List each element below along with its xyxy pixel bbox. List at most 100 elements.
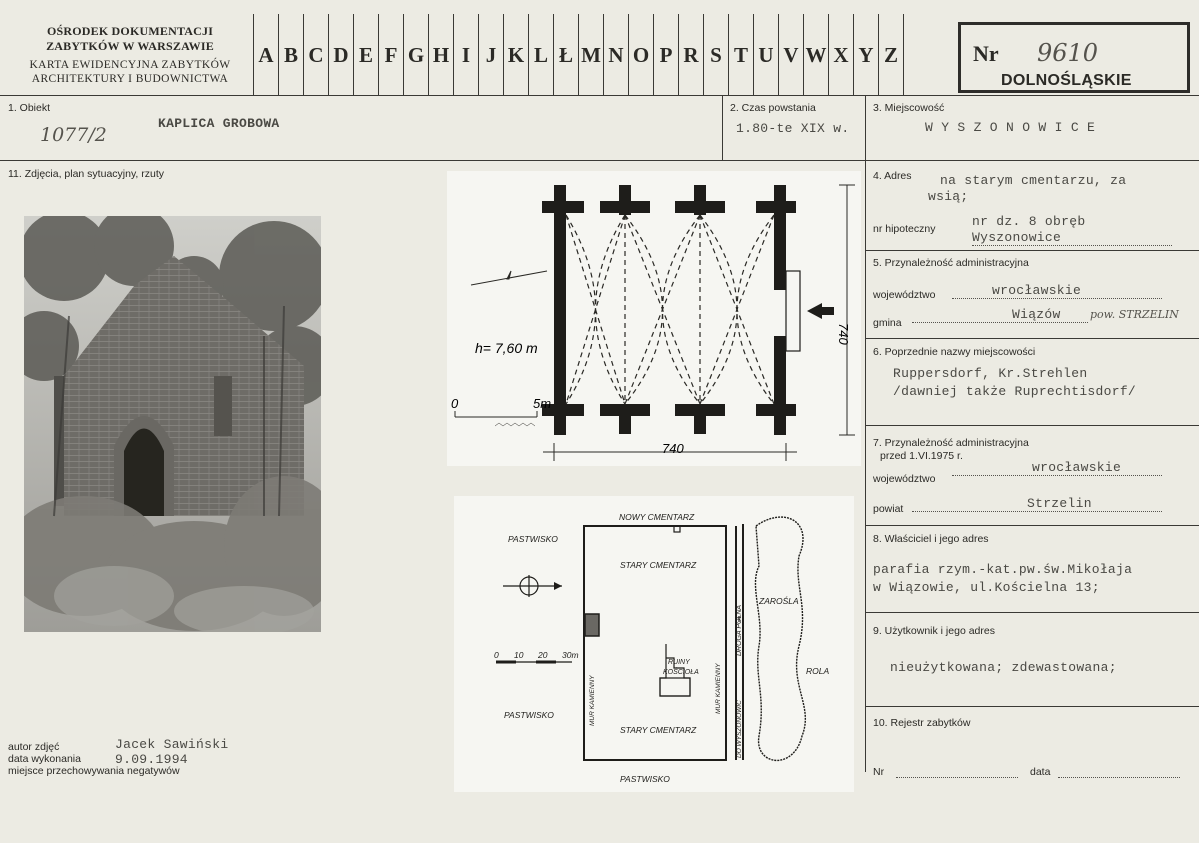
index-letter: X (828, 14, 853, 96)
index-letter: T (728, 14, 753, 96)
czas-label: 2. Czas powstania (730, 102, 816, 114)
uzytkownik-label: 9. Użytkownik i jego adres (873, 625, 995, 637)
site-ruiny: RUINY (668, 659, 691, 666)
site-mur-left: MUR KAMIENNY (589, 675, 596, 726)
site-plan-drawing: NOWY CMENTARZ STARY CMENTARZ STARY CMENT… (494, 512, 829, 784)
site-nowy-cmentarz: NOWY CMENTARZ (619, 512, 695, 522)
org-line1: OŚRODEK DOKUMENTACJI (46, 24, 214, 38)
wojewodztwo2-value: wrocławskie (952, 460, 1162, 476)
site-kosciola: KOŚCIOŁA (663, 667, 699, 676)
wojewodztwo-value: wrocławskie (952, 283, 1162, 299)
site-scale-30: 30m (562, 650, 579, 660)
site-stary-cmentarz-top: STARY CMENTARZ (620, 560, 697, 570)
site-scale-10: 10 (514, 650, 524, 660)
data-wykonania-label: data wykonania (8, 753, 81, 765)
rule (865, 706, 1199, 707)
index-letter: B (278, 14, 303, 96)
poprzednie-nazwy-value-2: /dawniej także Ruprechtisdorf/ (893, 384, 1137, 399)
adres-label: 4. Adres (873, 170, 912, 182)
site-pastwisko-bl: PASTWISKO (504, 710, 554, 720)
index-letter: H (428, 14, 453, 96)
rule (0, 160, 1199, 161)
wlasciciel-label: 8. Właściciel i jego adres (873, 533, 989, 545)
site-stary-cmentarz-bottom: STARY CMENTARZ (620, 725, 697, 735)
index-letter: V (778, 14, 803, 96)
floor-plan-drawing: 740 740 h= 7,60 m 0 5m (451, 184, 855, 461)
przynaleznosc-label: 5. Przynależność administracyjna (873, 257, 1029, 269)
chapel-photo-image (24, 216, 321, 632)
obiekt-label: 1. Obiekt (8, 102, 51, 114)
site-scale-20: 20 (537, 650, 548, 660)
rule (722, 95, 723, 160)
obiekt-value: KAPLICA GROBOWA (158, 116, 280, 131)
miejsce-label: miejsce przechowywania negatywów (8, 765, 180, 777)
index-letter: Z (878, 14, 903, 96)
wlasciciel-value-1: parafia rzym.-kat.pw.św.Mikołaja (873, 562, 1133, 577)
index-letter: Y (853, 14, 878, 96)
czas-value: 1.80-te XIX w. (736, 121, 850, 136)
site-do-wyszonowic: DO WYSZONOWIC (736, 700, 743, 758)
index-letter: F (378, 14, 403, 96)
plan-scale-5: 5m (533, 396, 551, 411)
region-stamp: DOLNOŚLĄSKIE (1001, 72, 1132, 89)
hipoteczny-label: nr hipoteczny (873, 223, 936, 235)
data-wykonania-value: 9.09.1994 (115, 752, 188, 767)
gmina-handwritten: pow. STRZELIN (1090, 308, 1179, 321)
poprzednie-nazwy-value-1: Ruppersdorf, Kr.Strehlen (893, 366, 1088, 381)
rule (865, 612, 1199, 613)
site-pastwisko-tl: PASTWISKO (508, 534, 558, 544)
wojewodztwo-label: województwo (873, 289, 936, 301)
index-letter: E (353, 14, 378, 96)
card-type-line2: ARCHITEKTURY I BUDOWNICTWA (31, 73, 229, 85)
index-letter: I (453, 14, 478, 96)
uzytkownik-value: nieużytkowana; zdewastowana; (890, 660, 1117, 675)
rule (865, 250, 1199, 251)
rejestr-data-line (1058, 776, 1180, 778)
gmina-value: Wiązów (912, 307, 1088, 323)
autor-value: Jacek Sawiński (115, 737, 229, 752)
index-letter: K (503, 14, 528, 96)
plan-dim-right: 740 (836, 323, 851, 345)
floor-plan: 740 740 h= 7,60 m 0 5m (447, 171, 861, 466)
wlasciciel-value-2: w Wiązowie, ul.Kościelna 13; (873, 580, 1100, 595)
site-mur-right: MUR KAMIENNY (715, 663, 722, 714)
index-letter: Ł (553, 14, 578, 96)
card-type: KARTA EWIDENCYJNA ZABYTKÓW ARCHITEKTURY … (4, 58, 256, 86)
index-letter: S (703, 14, 728, 96)
index-letter: J (478, 14, 503, 96)
gmina-label: gmina (873, 317, 902, 329)
nr-box: Nr 9610 DOLNOŚLĄSKIE (958, 22, 1190, 93)
index-letter: R (678, 14, 703, 96)
autor-label: autor zdjęć (8, 741, 60, 753)
index-letter: D (328, 14, 353, 96)
rejestr-nr-label: Nr (873, 766, 885, 778)
index-letter: C (303, 14, 328, 96)
index-letter: A (253, 14, 278, 96)
miejscowosc-value: W Y S Z O N O W I C E (925, 120, 1096, 135)
org-name: OŚRODEK DOKUMENTACJI ZABYTKÓW W WARSZAWI… (10, 24, 250, 54)
rejestr-nr-line (896, 776, 1018, 778)
index-letter: O (628, 14, 653, 96)
site-plan: NOWY CMENTARZ STARY CMENTARZ STARY CMENT… (454, 496, 854, 792)
rule (865, 425, 1199, 426)
index-letter: L (528, 14, 553, 96)
wojewodztwo2-label: województwo (873, 473, 936, 485)
przynaleznosc2-label: 7. Przynależność administracyjna (873, 437, 1029, 449)
rule (865, 95, 866, 160)
card-type-line1: KARTA EWIDENCYJNA ZABYTKÓW (29, 59, 231, 71)
index-letter: U (753, 14, 778, 96)
index-letters-end (903, 14, 904, 96)
nr-label: Nr (973, 41, 999, 66)
przynaleznosc2-date: przed 1.VI.1975 r. (880, 450, 963, 462)
plan-dim-bottom: 740 (662, 441, 684, 456)
site-zarosla: ZAROŚLA (758, 595, 799, 606)
index-letter: N (603, 14, 628, 96)
poprzednie-nazwy-label: 6. Poprzednie nazwy miejscowości (873, 346, 1036, 358)
index-letter: W (803, 14, 828, 96)
rule (865, 338, 1199, 339)
rule (865, 160, 866, 772)
site-scale-0: 0 (494, 650, 499, 660)
nr-value: 9610 (1037, 39, 1099, 67)
